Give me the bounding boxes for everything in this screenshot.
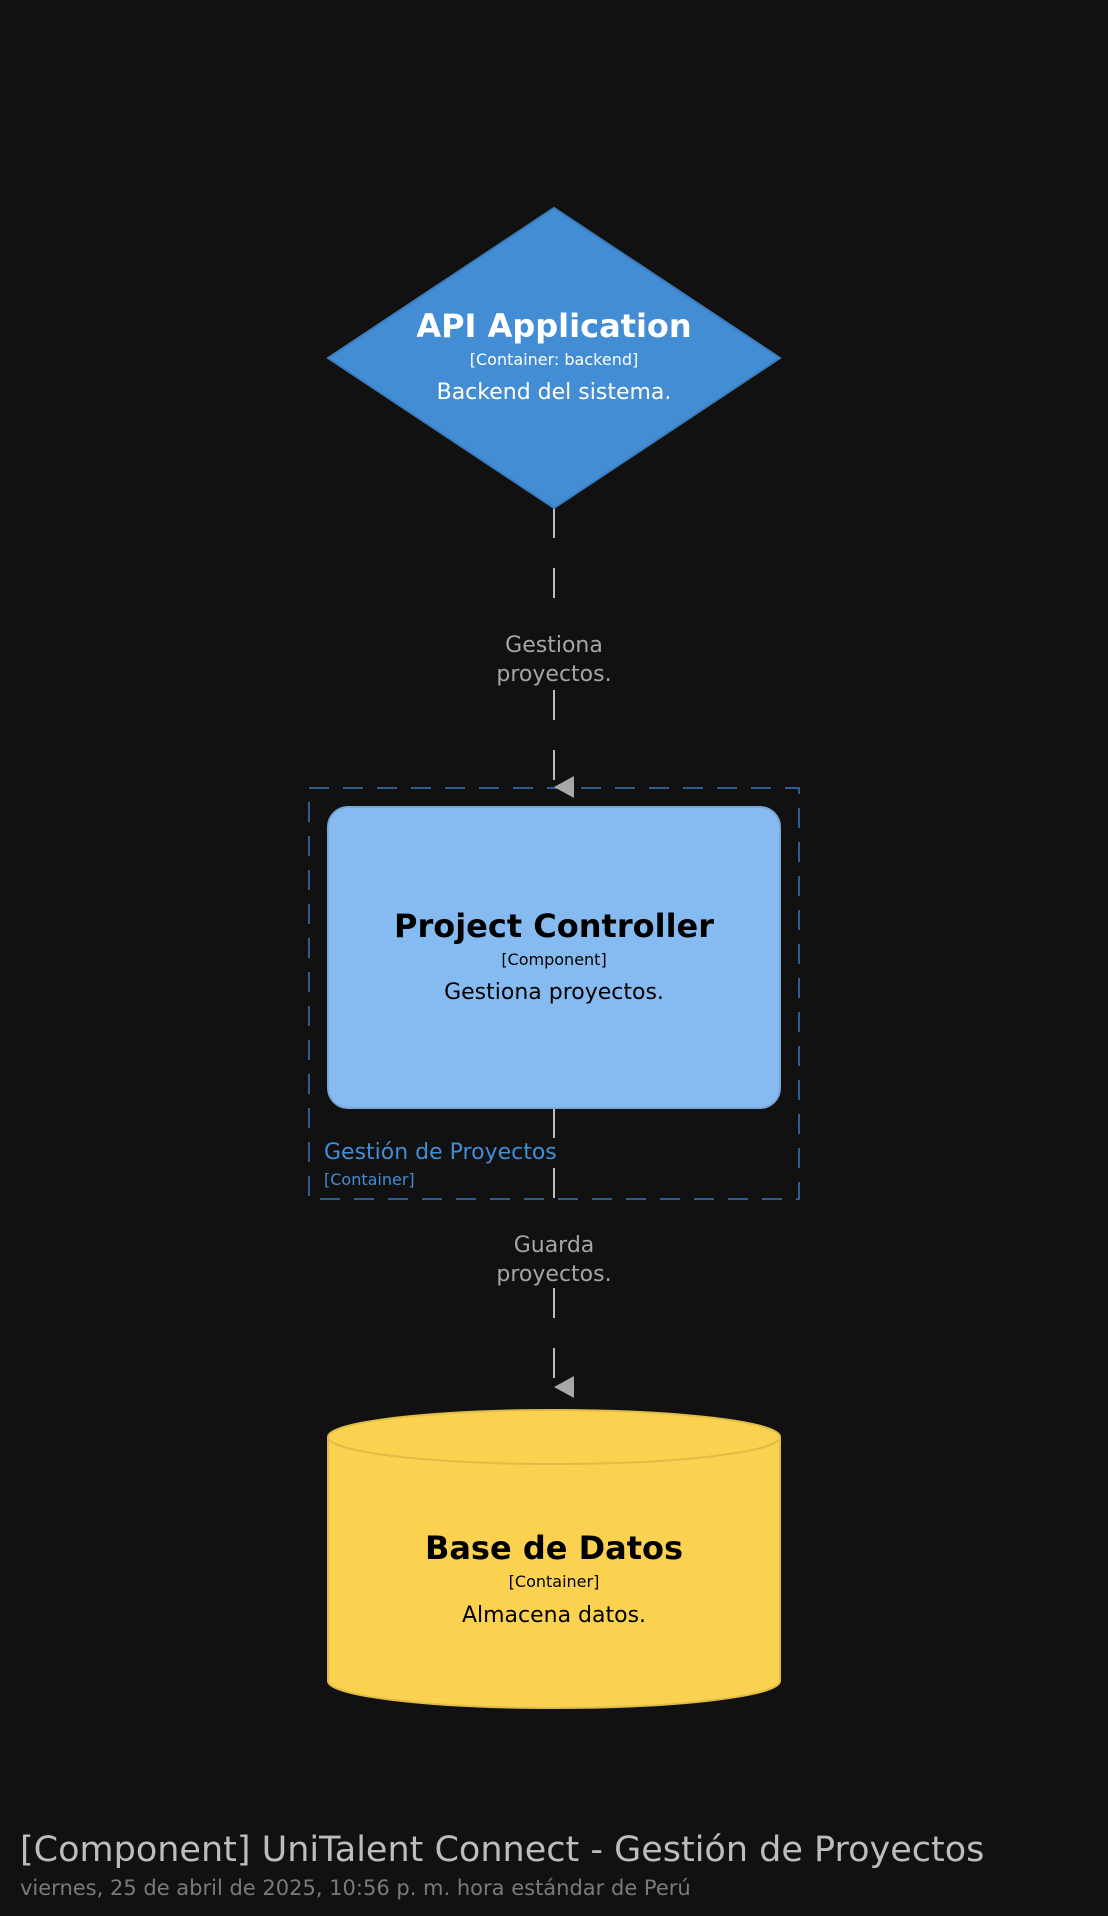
node-project-controller[interactable]: Project Controller [Component] Gestiona … — [327, 806, 781, 1109]
edge-label-line2: proyectos. — [496, 1262, 611, 1287]
cylinder-body — [327, 1409, 781, 1709]
diagram-timestamp: viernes, 25 de abril de 2025, 10:56 p. m… — [20, 1876, 691, 1900]
edge-label-line1: Gestiona — [505, 633, 603, 658]
node-description: Backend del sistema. — [437, 380, 672, 405]
node-base-de-datos[interactable]: Base de Datos [Container] Almacena datos… — [327, 1409, 781, 1709]
cylinder-rim — [327, 1436, 781, 1465]
node-type: [Component] — [501, 950, 606, 969]
diamond-shape — [326, 206, 782, 510]
node-title: Project Controller — [394, 907, 714, 945]
edge-controller-to-database[interactable]: Guarda proyectos. — [496, 1108, 612, 1398]
diagram-title: [Component] UniTalent Connect - Gestión … — [20, 1830, 985, 1870]
boundary-type: [Container] — [324, 1170, 415, 1189]
node-description: Almacena datos. — [462, 1603, 646, 1628]
node-type: [Container: backend] — [470, 350, 638, 369]
boundary-title: Gestión de Proyectos — [324, 1140, 557, 1165]
component-box — [327, 806, 781, 1109]
edge-label-line2: proyectos. — [496, 662, 611, 687]
edge-label-line1: Guarda — [514, 1233, 595, 1258]
edge-api-to-controller[interactable]: Gestiona proyectos. — [496, 508, 612, 798]
node-type: [Container] — [509, 1572, 600, 1591]
node-api-application[interactable]: API Application [Container: backend] Bac… — [326, 206, 782, 510]
node-description: Gestiona proyectos. — [444, 980, 664, 1005]
node-title: Base de Datos — [425, 1529, 683, 1567]
node-title: API Application — [416, 307, 691, 345]
